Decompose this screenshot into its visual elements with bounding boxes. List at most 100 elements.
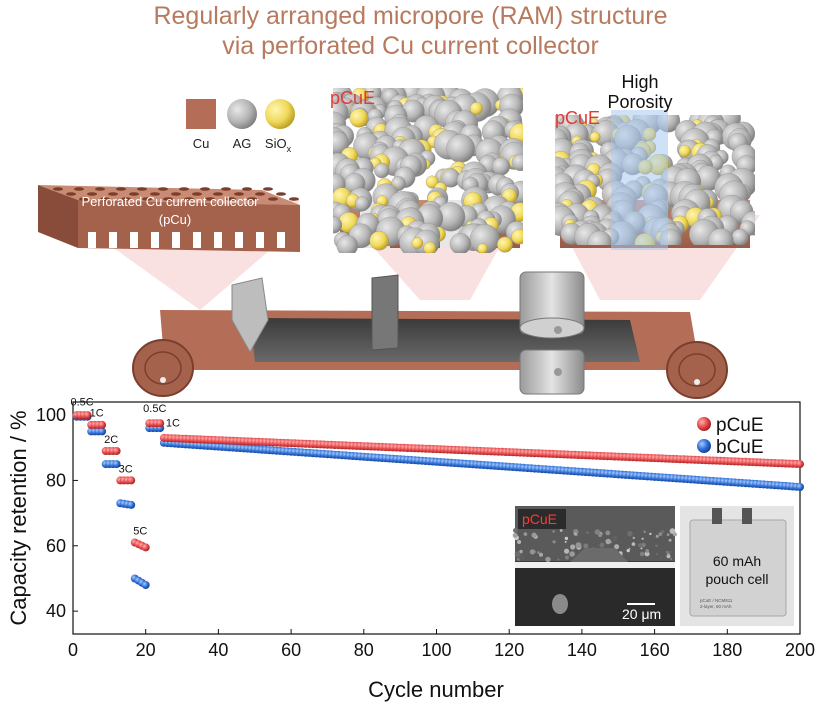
sheet-notch xyxy=(130,232,138,248)
perforation-hole xyxy=(213,192,223,196)
siox-particle xyxy=(678,144,691,158)
ag-particle xyxy=(511,153,523,171)
perforation-hole xyxy=(226,197,236,201)
sem-grain xyxy=(575,542,582,549)
sem-grain xyxy=(641,542,646,548)
porosity-label-line2: Porosity xyxy=(607,92,672,112)
siox-particle xyxy=(423,241,437,253)
rate-label: 1C xyxy=(90,408,104,420)
sem-label: pCuE xyxy=(522,511,557,527)
ag-particle xyxy=(333,216,343,234)
sem-grain xyxy=(669,528,676,534)
sheet-notch xyxy=(109,232,117,248)
siox-particle xyxy=(477,243,488,253)
perforation-hole xyxy=(121,197,131,201)
perforation-hole xyxy=(87,192,97,196)
sem-grain xyxy=(557,558,560,561)
perforation-hole xyxy=(74,187,84,191)
sheet-notches xyxy=(88,232,285,248)
siox-particle xyxy=(411,237,424,249)
x-tick-label: 180 xyxy=(712,640,742,660)
sem-grain xyxy=(631,542,636,546)
perforation-hole xyxy=(268,197,278,201)
x-tick-label: 0 xyxy=(68,640,78,660)
perforation-hole xyxy=(234,192,244,196)
pouch-sticker-line1: pCuE / NCM811 xyxy=(700,598,733,603)
sheet-notch xyxy=(277,232,285,248)
sem-grain xyxy=(658,532,663,536)
porosity-label-line1: High xyxy=(621,72,658,92)
bcue-point xyxy=(141,581,150,589)
perforation-hole xyxy=(179,187,189,191)
pcu-label-line2: (pCu) xyxy=(159,212,192,227)
sheet-notch xyxy=(235,232,243,248)
x-tick-label: 80 xyxy=(354,640,374,660)
perforation-hole xyxy=(129,192,139,196)
perforation-hole xyxy=(205,197,215,201)
cu-swatch xyxy=(186,99,216,129)
sem-grain xyxy=(672,532,677,537)
sem-grain xyxy=(612,535,618,542)
sem-grain xyxy=(667,553,670,556)
x-tick-label: 20 xyxy=(136,640,156,660)
siox-particle xyxy=(369,231,389,251)
pcue-point xyxy=(796,460,804,469)
x-tick-label: 200 xyxy=(785,640,815,660)
ag-particle xyxy=(731,228,749,245)
perforation-hole xyxy=(100,197,110,201)
sem-grain xyxy=(519,549,523,554)
ag-particle xyxy=(336,235,358,253)
sem-grain xyxy=(655,534,659,538)
sem-grain xyxy=(545,556,551,563)
sem-grain xyxy=(632,536,635,540)
sem-grain xyxy=(517,540,522,544)
sem-grain xyxy=(605,538,611,545)
sem-grain xyxy=(564,536,569,541)
sem-grain xyxy=(605,530,611,536)
perforation-hole xyxy=(192,192,202,196)
perforation-hole xyxy=(171,192,181,196)
sem-grain xyxy=(565,555,569,560)
ag-particle xyxy=(708,228,734,245)
active-material-particles xyxy=(333,88,523,253)
perforation-hole xyxy=(137,187,147,191)
perforation-hole xyxy=(95,187,105,191)
ag-particle xyxy=(446,134,475,163)
sem-grain xyxy=(626,549,630,553)
sem-grain xyxy=(514,551,521,557)
pcue-point xyxy=(156,419,165,428)
pcue-porosity-block: pCuE High Porosity xyxy=(555,72,755,250)
perforation-hole xyxy=(53,187,63,191)
sheet-notch xyxy=(151,232,159,248)
chart-legend: pCuE bCuE xyxy=(697,415,764,458)
x-axis-label: Cycle number xyxy=(368,677,504,702)
siox-particle xyxy=(469,102,483,115)
bcue-point xyxy=(796,483,804,491)
figure-title-line1: Regularly arranged micropore (RAM) struc… xyxy=(153,2,668,30)
sem-grain xyxy=(539,552,543,557)
perforation-hole xyxy=(184,197,194,201)
sheet-notch xyxy=(214,232,222,248)
sem-grain xyxy=(669,550,672,554)
coating-conveyor xyxy=(132,271,728,399)
figure-title-line2: via perforated Cu current collector xyxy=(222,32,599,60)
perforation-holes xyxy=(53,187,299,201)
sem-grain xyxy=(643,530,646,534)
perforation-hole xyxy=(247,197,257,201)
siox-particle xyxy=(496,236,513,253)
sem-grain xyxy=(570,544,576,550)
sem-grain xyxy=(552,530,555,533)
sem-grain xyxy=(660,529,665,534)
sem-grain xyxy=(639,551,645,557)
sem-grain xyxy=(670,558,673,560)
sem-grain xyxy=(529,549,536,555)
perforated-cu-sheet: Perforated Cu current collector (pCu) xyxy=(38,185,300,252)
sheet-notch xyxy=(193,232,201,248)
pcue-point xyxy=(127,476,136,485)
x-tick-label: 40 xyxy=(208,640,228,660)
cu-label: Cu xyxy=(193,136,210,151)
